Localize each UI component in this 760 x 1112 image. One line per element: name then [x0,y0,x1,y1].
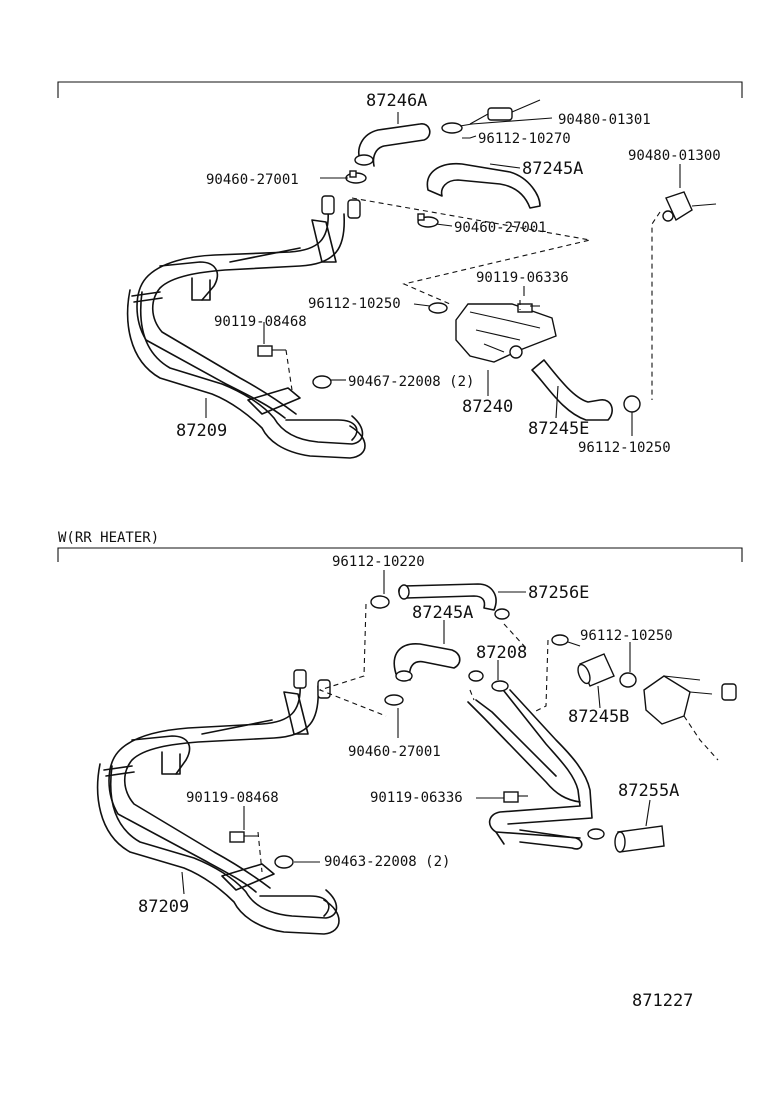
label-96112-10250-top-b: 96112-10250 [578,440,671,456]
label-87245a-bottom: 87245A [412,603,473,623]
label-87256e: 87256E [528,583,589,603]
clip-96112-10270 [441,122,463,134]
label-90460-27001-bottom: 90460-27001 [348,744,441,760]
label-87208: 87208 [476,643,527,663]
label-90480-01301: 90480-01301 [558,112,651,128]
clip-90460-27001-b [417,213,439,228]
clip-90467-22008-top [312,375,332,389]
label-96112-10250-top-a: 96112-10250 [308,296,401,312]
clip-90463-22008-bottom [274,855,294,869]
hose-87245b [577,653,615,687]
clip-96112-10220 [370,595,390,609]
label-90460-27001-top-a: 90460-27001 [206,172,299,188]
hose-87245a-bottom [393,643,461,681]
label-87209-top: 87209 [176,421,227,441]
bolt-90119-08468-bottom [229,831,258,843]
label-87245a-top: 87245A [522,159,583,179]
label-90463-22008-bottom: 90463-22008 (2) [324,854,450,870]
top-section-bracket [57,81,743,98]
bottom-section-bracket [57,547,743,562]
label-90460-27001-top-b: 90460-27001 [454,220,547,236]
hose-87245a [426,163,541,209]
valve-connector-bottom [643,675,737,761]
clip-87255a-end [587,828,605,840]
label-87209-bottom: 87209 [138,897,189,917]
label-90480-01300: 90480-01300 [628,148,721,164]
bolt-90119-06336-top [517,303,540,313]
water-pipe-87208 [467,680,593,850]
clip-96112-10250-top-a [428,302,448,314]
label-90119-06336-bottom: 90119-06336 [370,790,463,806]
label-90119-08468-top: 90119-08468 [214,314,307,330]
bolt-90119-06336-bottom [503,791,528,803]
label-90467-22008-top: 90467-22008 (2) [348,374,474,390]
water-valve-87240 [455,303,557,363]
top-section: 87246A 90480-01301 96112-10270 87245A 90… [57,81,743,459]
clip-87208-end [468,670,484,682]
clip-96112-10250-bottom-b [619,672,637,688]
section-title-rr-heater: W(RR HEATER) [58,530,159,546]
label-96112-10220: 96112-10220 [332,554,425,570]
label-90119-06336-top: 90119-06336 [476,270,569,286]
label-96112-10250-bottom: 96112-10250 [580,628,673,644]
diagram-code: 871227 [632,991,693,1011]
label-87245e: 87245E [528,419,589,439]
bolt-90119-08468-top [257,345,286,357]
hose-87246a [358,123,431,167]
valve-90480-01300 [662,191,717,222]
clip-96112-10250-top-b [623,395,641,413]
label-87245b: 87245B [568,707,629,727]
label-87240: 87240 [462,397,513,417]
guide-lines-top [285,197,661,400]
heater-pipe-assembly-87209-bottom [96,669,340,935]
label-87246a: 87246A [366,91,427,111]
clip-90460-27001-bottom [384,694,404,706]
bottom-section: W(RR HEATER) [57,530,743,935]
valve-90480-01301 [469,99,541,125]
guide-lines-bottom [257,603,549,873]
hose-87245e [531,359,613,421]
label-90119-08468-bottom: 90119-08468 [186,790,279,806]
label-96112-10270: 96112-10270 [478,131,571,147]
label-87255a: 87255A [618,781,679,801]
clip-87256e-end [494,608,510,620]
clip-96112-10250-bottom-a [551,634,569,646]
hose-87255a [614,825,665,853]
heater-pipe-assembly-87209 [126,195,366,459]
clip-90460-27001-a [345,170,367,184]
